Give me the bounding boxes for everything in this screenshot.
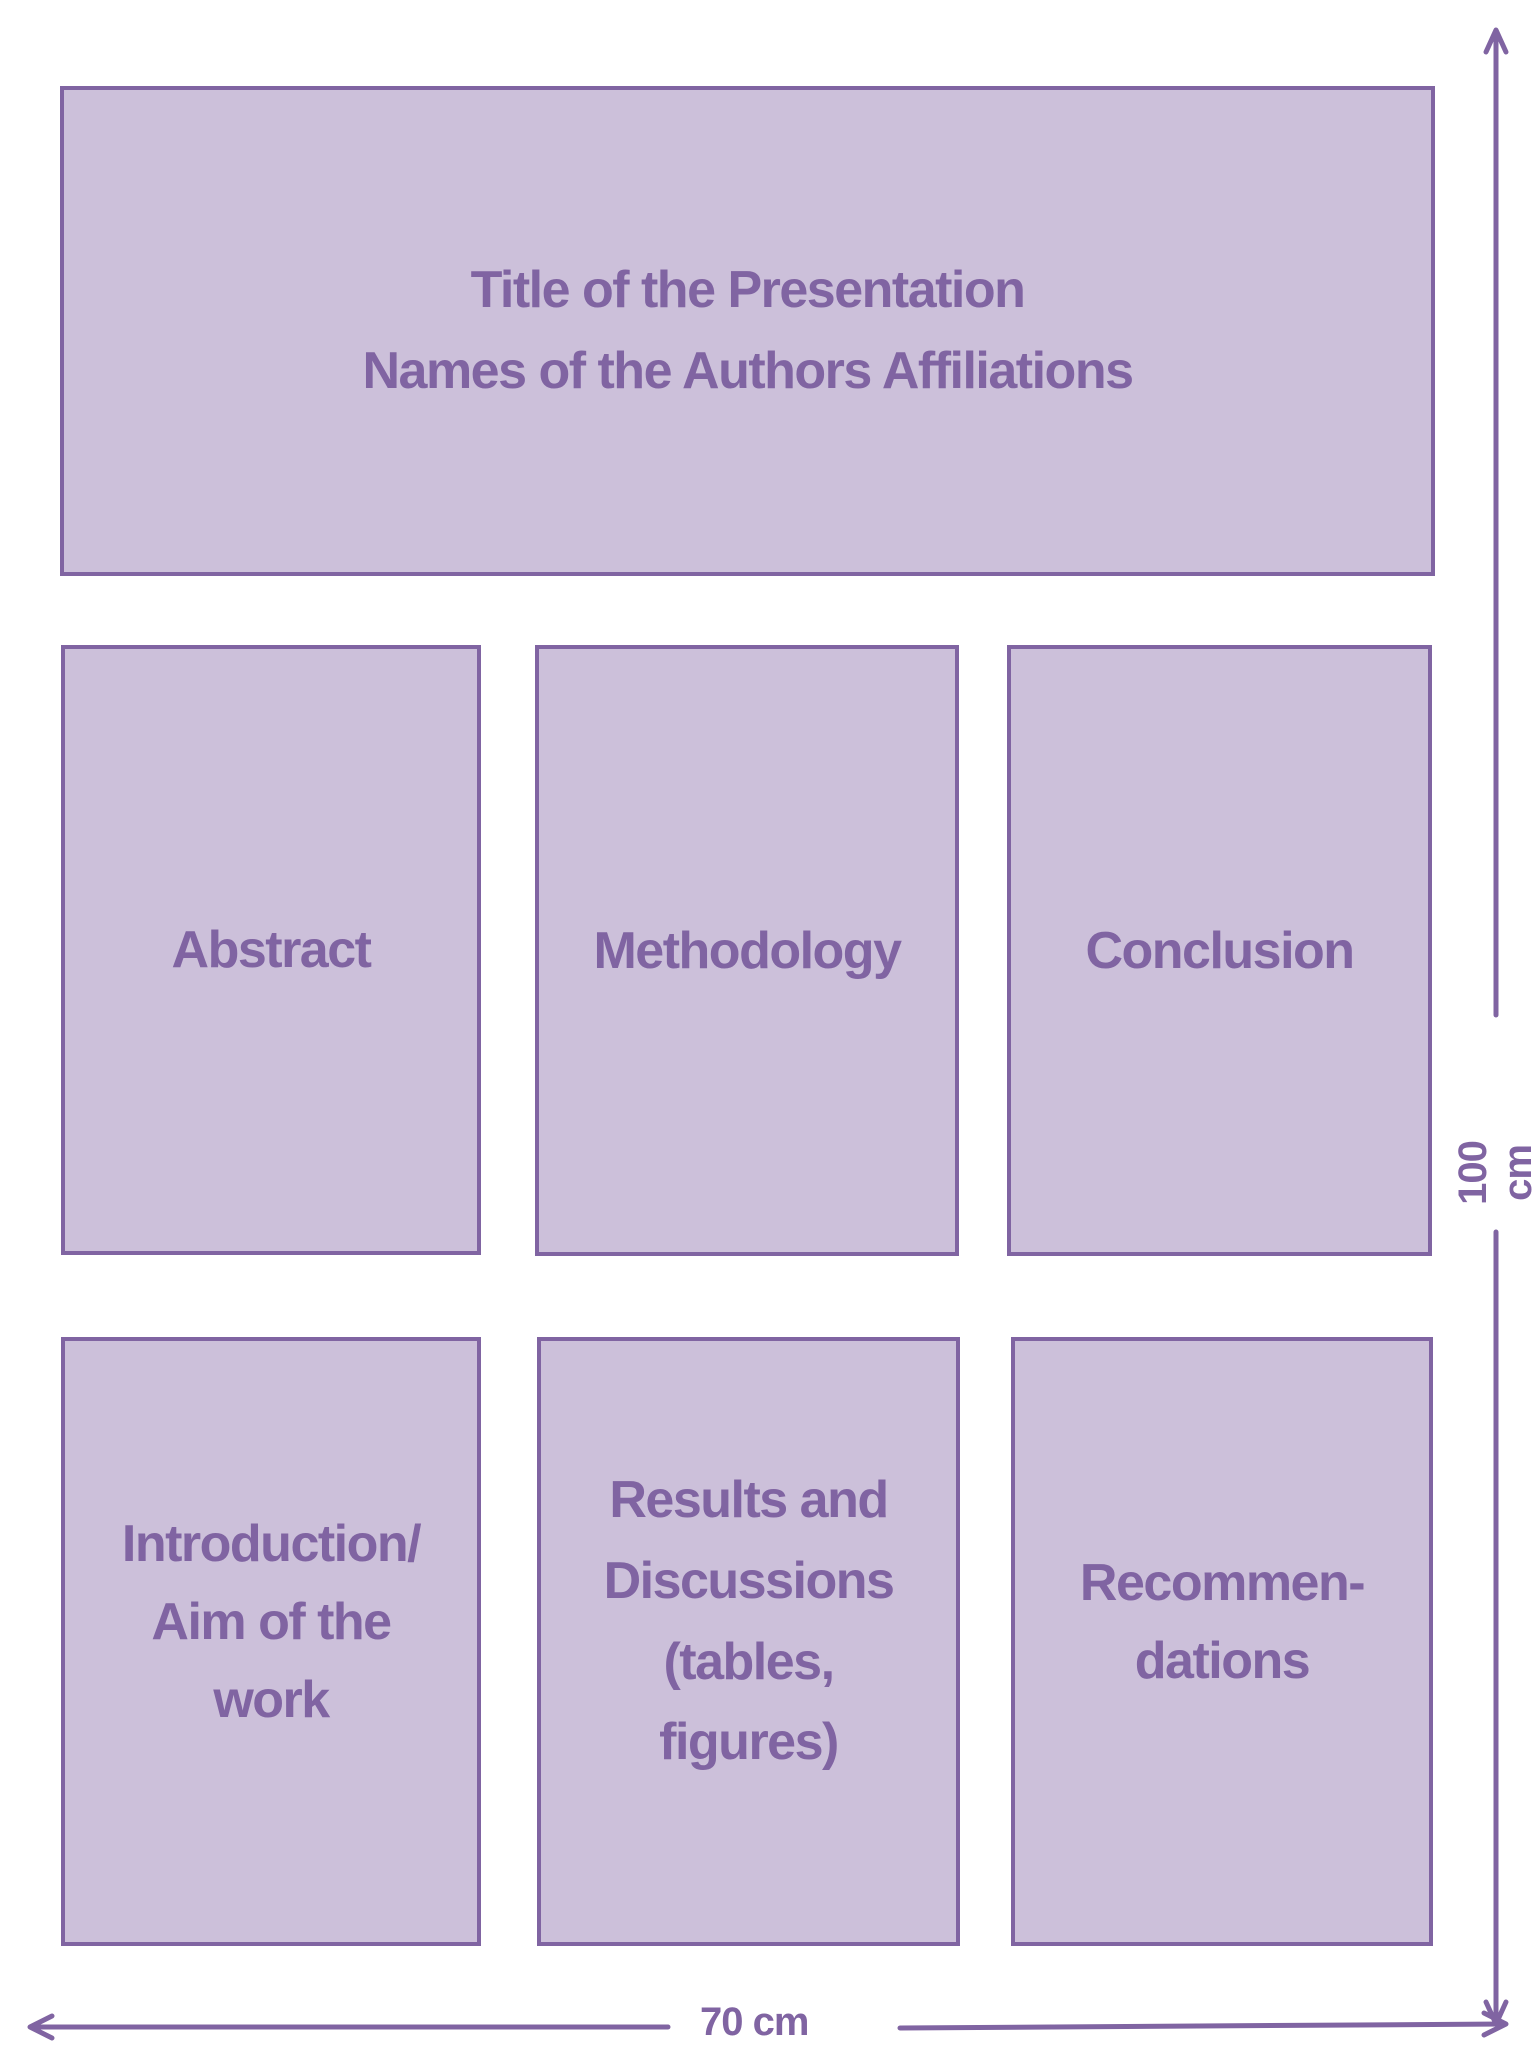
arrow-left-icon [27, 2013, 55, 2041]
abstract-label: Abstract [171, 921, 372, 979]
arrow-right-icon [1481, 2010, 1509, 2038]
arrow-up-icon [1483, 27, 1509, 55]
recommendations-label: Recommen- dations [1079, 1553, 1366, 1690]
introduction-label: Introduction/ Aim of the work [121, 1514, 422, 1729]
authors-affiliations: Names of the Authors Affiliations [362, 342, 1134, 400]
width-label: 70 cm [700, 2000, 809, 2044]
height-label: 100 cm [1451, 1141, 1534, 1205]
methodology-label: Methodology [593, 921, 902, 980]
introduction-box: Introduction/ Aim of the work [61, 1337, 481, 1946]
width-arrow-right [897, 2021, 1507, 2031]
presentation-title: Title of the Presentation [470, 261, 1026, 320]
title-box: Title of the Presentation Names of the A… [60, 86, 1435, 576]
conclusion-box: Conclusion [1007, 645, 1432, 1256]
conclusion-label: Conclusion [1085, 921, 1355, 980]
results-box: Results and Discussions (tables, figures… [537, 1337, 960, 1946]
abstract-box: Abstract [61, 645, 481, 1255]
methodology-box: Methodology [535, 645, 959, 1256]
results-label: Results and Discussions (tables, figures… [603, 1471, 895, 1772]
recommendations-box: Recommen- dations [1011, 1337, 1433, 1946]
